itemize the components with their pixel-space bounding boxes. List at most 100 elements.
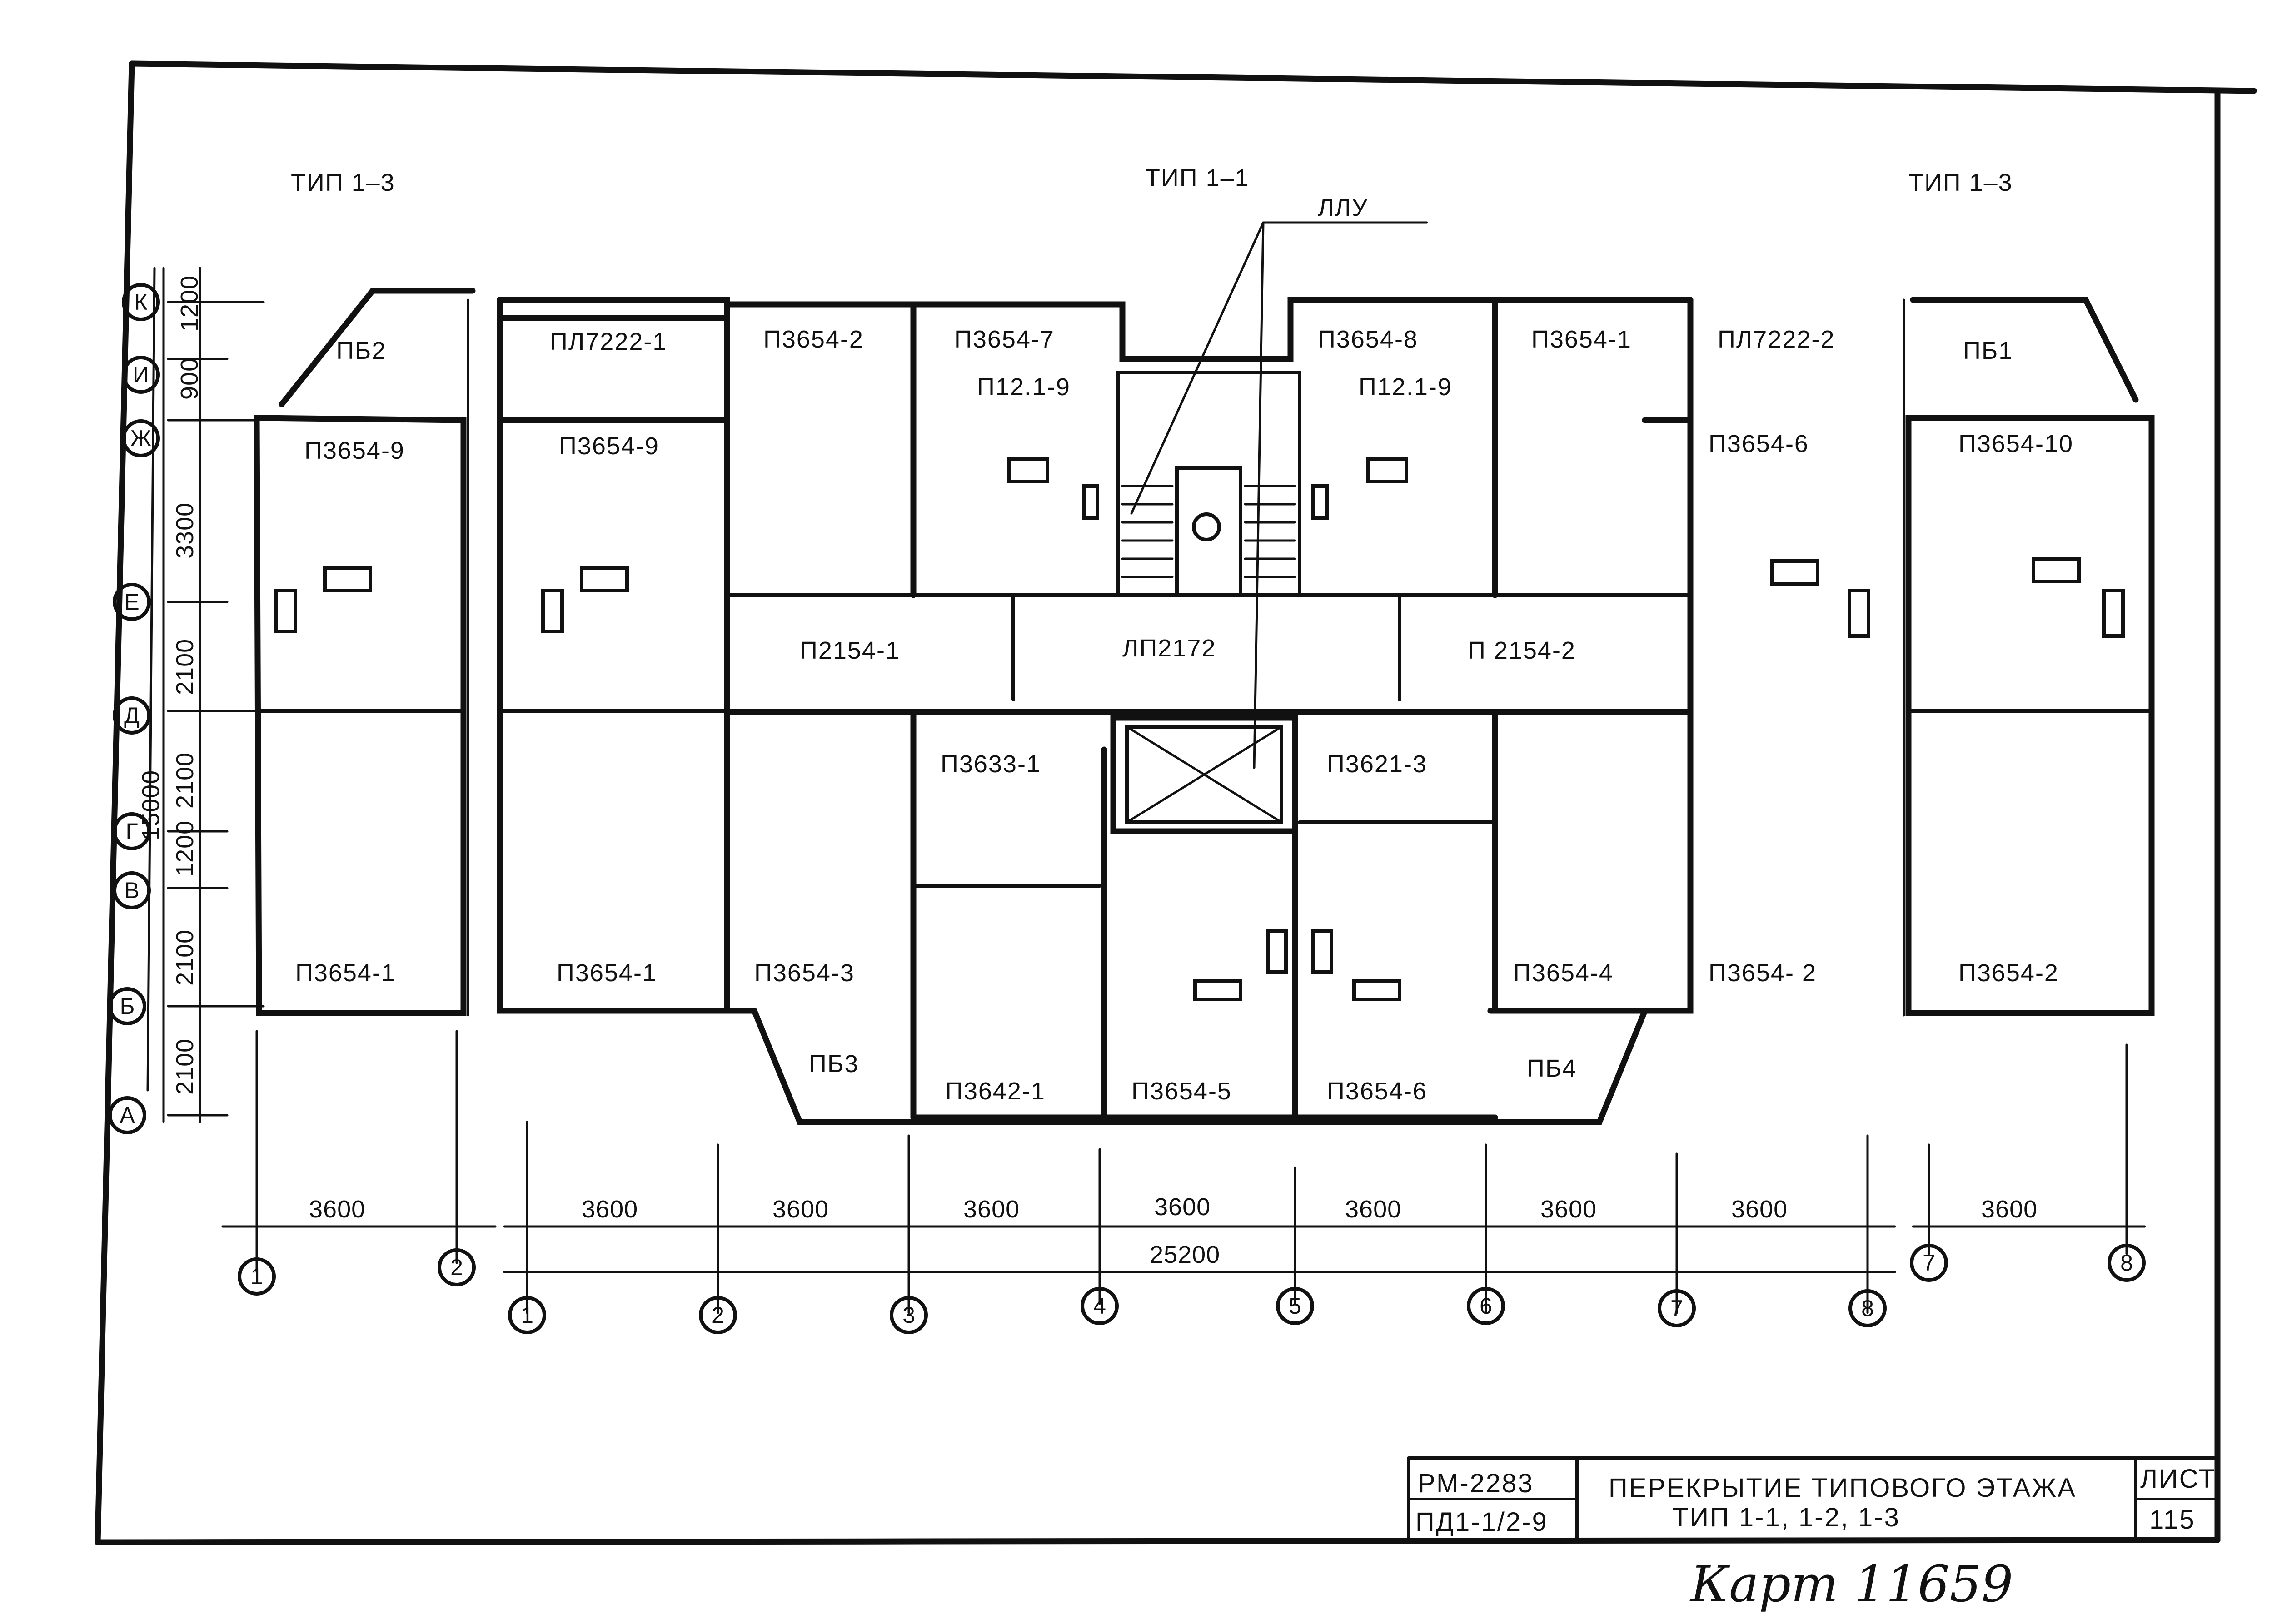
bay-dim: 3600 [582, 1196, 638, 1223]
panel-label: П3654-2 [763, 326, 864, 353]
drawing-subtitle: ТИП 1-1, 1-2, 1-3 [1672, 1503, 1900, 1532]
row-axis-В: В [113, 871, 151, 909]
panel-labels: ПБ2 ПЛ7222-1 П3654-2 П3654-7 П12.1-9 П36… [295, 326, 2073, 1105]
column-axis-label: 2 [450, 1255, 463, 1280]
column-axis-label: 3 [902, 1302, 915, 1328]
row-axis-label: А [120, 1103, 135, 1128]
left-column-axes: 1 2 [238, 1248, 476, 1296]
row-dim: 900 [176, 358, 203, 400]
section-label-center: ТИП 1–1 [1145, 164, 1250, 192]
row-axis-Б: Б [108, 987, 146, 1025]
row-axis-Е: Е [113, 583, 151, 621]
row-axis-Ж: Ж [122, 419, 160, 457]
center-column-axes: 1 2 3 4 5 6 7 8 [508, 1287, 1887, 1334]
panel-label: П3633-1 [941, 750, 1041, 778]
panel-label: П3654-4 [1513, 959, 1614, 987]
panel-label: П2154-1 [800, 637, 900, 664]
left-wing [254, 288, 476, 1017]
row-axis-К: К [122, 283, 160, 321]
panel-label: П3654-7 [954, 326, 1055, 353]
row-axis-Д: Д [113, 696, 151, 735]
bay-dim: 3600 [1731, 1196, 1788, 1223]
panel-label: ЛП2172 [1122, 635, 1216, 662]
panel-label: П12.1-9 [977, 373, 1071, 401]
drawing-code: РМ-2283 [1418, 1469, 1534, 1498]
panel-label: П3654-3 [754, 959, 855, 987]
callout-label: ЛЛУ [1318, 194, 1368, 221]
row-axis-И: И [122, 356, 160, 394]
panel-label: П3642-1 [945, 1078, 1046, 1105]
panel-label: П 2154-2 [1468, 637, 1576, 664]
panel-label: ПЛ7222-1 [550, 328, 667, 355]
central-block [497, 297, 1870, 1125]
panel-label: П3654-1 [1531, 326, 1632, 353]
bay-dim: 3600 [309, 1196, 365, 1223]
panel-label: П3654-8 [1318, 326, 1418, 353]
handwritten-note: Карт 11659 [1689, 1555, 2013, 1613]
section-label-right: ТИП 1–3 [1908, 169, 2013, 196]
column-axis-label: 5 [1289, 1293, 1301, 1319]
row-axis-label: Д [124, 703, 140, 728]
panel-label: П3654-1 [295, 959, 396, 987]
panel-label: ПБ1 [1963, 337, 2013, 364]
row-dim: 2100 [171, 639, 199, 695]
column-axis-label: 8 [1861, 1296, 1874, 1321]
row-axis-label: Ж [130, 426, 151, 451]
row-axis-label: В [124, 878, 139, 903]
column-axis-label: 7 [1670, 1296, 1683, 1321]
row-dim: 1200 [176, 275, 203, 332]
sheet-number: 115 [2149, 1505, 2195, 1535]
column-axis-label: 2 [712, 1302, 724, 1328]
bay-dim: 3600 [1981, 1196, 2038, 1223]
column-axis-label: 7 [1923, 1250, 1935, 1276]
bay-dim: 3600 [772, 1196, 829, 1223]
sheet-label: ЛИСТ [2140, 1464, 2216, 1494]
panel-label: П3654-2 [1958, 959, 2059, 987]
row-axis-label: Е [124, 589, 139, 615]
column-axis-label: 4 [1093, 1293, 1106, 1319]
row-axis-label: Г [125, 819, 138, 844]
right-column-axes: 7 8 [1910, 1244, 2146, 1282]
row-axis-chain: К И Ж Е Д Г В Б [108, 267, 265, 1134]
column-axis-label: 1 [250, 1264, 263, 1289]
row-axis-Г: Г [113, 812, 151, 850]
panel-label: П3654-6 [1327, 1078, 1427, 1105]
panel-label: ПБ2 [336, 337, 386, 364]
panel-label: П12.1-9 [1359, 373, 1452, 401]
overall-depth-dim: 15000 [137, 770, 164, 840]
row-dim: 2100 [171, 1038, 199, 1095]
stair-callout: ЛЛУ [1130, 194, 1428, 769]
row-axis-label: К [134, 289, 147, 315]
panel-label: П3654-1 [557, 959, 657, 987]
row-dim: 2100 [171, 929, 199, 986]
panel-label: П3654- 2 [1709, 959, 1817, 987]
panel-label: П3654-9 [304, 437, 405, 464]
column-axis-label: 6 [1480, 1293, 1492, 1319]
panel-label: ПБ3 [809, 1050, 859, 1078]
row-axis-label: Б [120, 993, 135, 1019]
sheet-frame [95, 60, 2257, 1545]
overall-width-dim: 25200 [1150, 1241, 1220, 1268]
panel-label: П3621-3 [1327, 750, 1427, 778]
panel-label: П3654-9 [559, 432, 659, 460]
column-axis-label: 1 [521, 1302, 533, 1328]
row-axis-label: И [133, 362, 149, 387]
bay-dim: 3600 [963, 1196, 1020, 1223]
row-dim: 1200 [171, 820, 199, 877]
row-dim: 2100 [171, 752, 199, 809]
panel-label: П3654-10 [1958, 430, 2073, 457]
panel-label: П3654-6 [1709, 430, 1809, 457]
row-axis-А: А [108, 1096, 146, 1134]
section-label-left: ТИП 1–3 [291, 169, 395, 196]
column-axis-label: 8 [2120, 1250, 2133, 1276]
column-dimension-chains: 3600 3600 3600 3600 3600 3600 3600 3600 … [221, 1030, 2146, 1314]
drawing-code-secondary: ПД1-1/2-9 [1415, 1507, 1548, 1537]
bay-dim: 3600 [1540, 1196, 1597, 1223]
panel-label: ПБ4 [1527, 1055, 1577, 1082]
row-dim: 3300 [171, 502, 199, 559]
bay-dim: 3600 [1345, 1196, 1401, 1223]
panel-label: ПЛ7222-2 [1718, 326, 1835, 353]
title-block: РМ-2283 ПД1-1/2-9 ПЕРЕКРЫТИЕ ТИПОВОГО ЭТ… [1407, 1456, 2219, 1540]
bay-dim: 3600 [1154, 1193, 1211, 1221]
drawing-title: ПЕРЕКРЫТИЕ ТИПОВОГО ЭТАЖА [1609, 1473, 2077, 1503]
